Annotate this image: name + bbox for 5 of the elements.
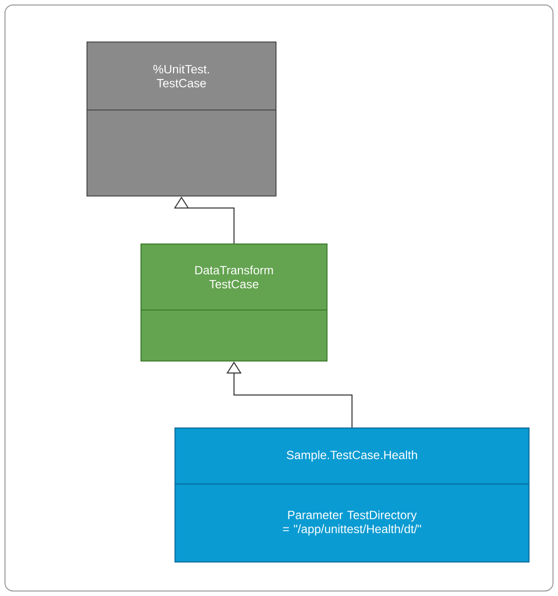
class-box: %UnitTest. TestCase (86, 42, 276, 196)
class-box: DataTransform TestCase (140, 244, 328, 362)
inheritance-arrow (226, 362, 352, 428)
class-box: Sample.TestCase.Health Parameter TestDirectory = "/app/unittest/Health/dt/" (174, 428, 530, 562)
inheritance-arrow (174, 196, 234, 244)
